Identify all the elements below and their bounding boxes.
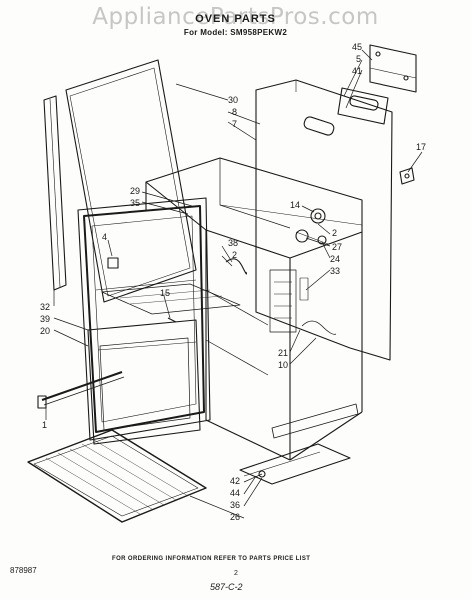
callout-32: 32 [40, 302, 50, 312]
callout-26: 26 [230, 512, 240, 522]
callout-2-right: 2 [332, 228, 337, 238]
callout-17: 17 [416, 142, 426, 152]
document-number: 878987 [10, 566, 37, 575]
callout-24: 24 [330, 254, 340, 264]
diagram-title: OVEN PARTS [195, 13, 276, 25]
watermark: AppliancePartsPros.com [92, 4, 379, 30]
callout-29: 29 [130, 186, 140, 196]
callout-44: 44 [230, 488, 240, 498]
callout-4: 4 [102, 232, 107, 242]
callout-20: 20 [40, 326, 50, 336]
page-number: 2 [234, 570, 238, 577]
callout-45: 45 [352, 42, 362, 52]
callout-14: 14 [290, 200, 300, 210]
bottom-bracket [239, 403, 359, 485]
side-trim-strip [43, 95, 67, 291]
callout-2-center: 2 [232, 250, 237, 260]
callout-5: 5 [356, 54, 361, 64]
oven-back-liner-panel [65, 59, 197, 303]
leader-lines [45, 49, 423, 519]
callout-41: 41 [352, 66, 362, 76]
callout-21: 21 [278, 348, 288, 358]
front-frame [77, 197, 211, 441]
callout-33: 33 [330, 266, 340, 276]
callout-42: 42 [230, 476, 240, 486]
callout-labels: 45 5 41 30 8 7 17 29 35 14 2 27 24 33 4 … [40, 42, 426, 522]
lower-frame-panel [87, 319, 201, 445]
callout-8: 8 [232, 107, 237, 117]
callout-15: 15 [160, 288, 170, 298]
oven-rack [27, 429, 207, 523]
thermostat-assembly [295, 208, 329, 245]
rear-panel [255, 79, 393, 361]
clip-part [399, 167, 415, 185]
side-element-bracket [269, 269, 337, 335]
interior-rack-guides [101, 283, 241, 315]
element-rod [37, 371, 125, 409]
callout-35: 35 [130, 198, 140, 208]
callout-39: 39 [40, 314, 50, 324]
model-line: For Model: SM958PEKW2 [183, 28, 288, 37]
callout-38: 38 [228, 238, 238, 248]
oven-cavity-body [145, 157, 363, 461]
vent-plate [337, 87, 389, 125]
callout-36: 36 [230, 500, 240, 510]
callout-1: 1 [42, 420, 47, 430]
callout-30: 30 [228, 95, 238, 105]
callout-27: 27 [332, 242, 342, 252]
callout-7: 7 [232, 119, 237, 129]
top-mounting-bracket [369, 44, 417, 93]
diagram-code: 587-C-2 [210, 582, 243, 592]
ordering-note: FOR ORDERING INFORMATION REFER TO PARTS … [112, 556, 311, 562]
small-hardware [107, 257, 248, 323]
callout-10: 10 [278, 360, 288, 370]
